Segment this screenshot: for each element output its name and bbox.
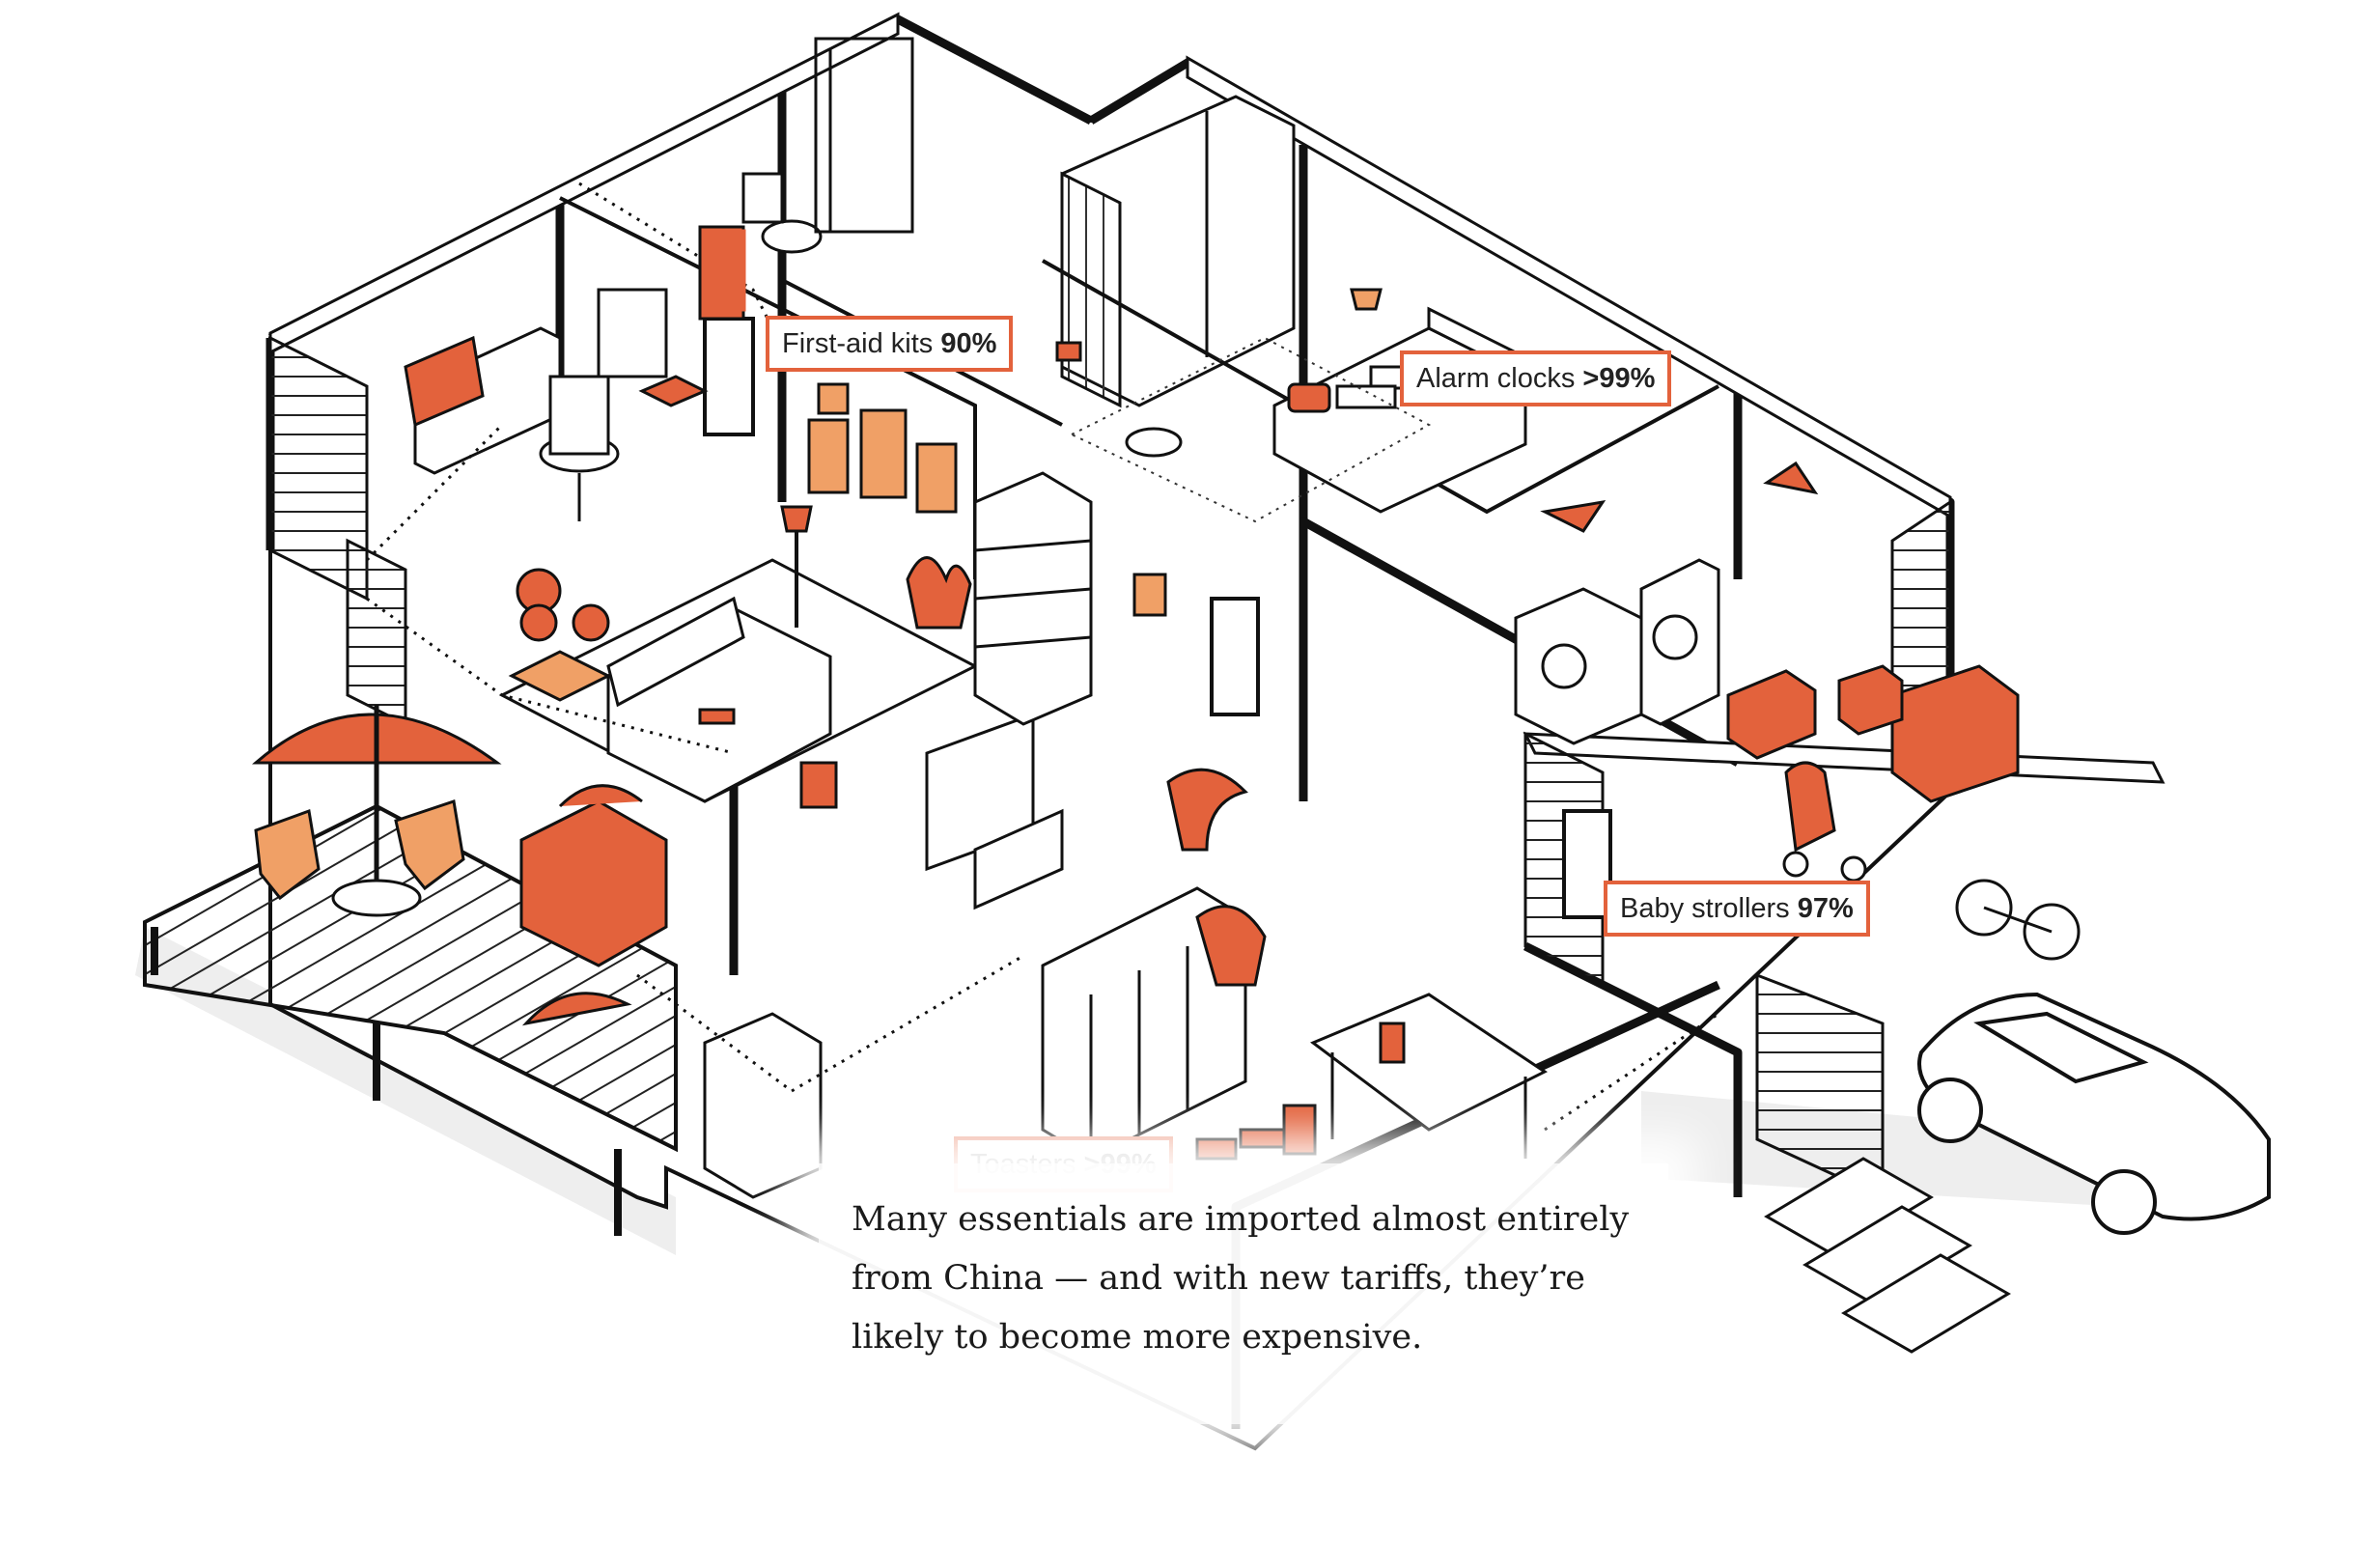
wall-clock [1132,573,1167,617]
picture-frame [807,418,850,494]
callout-first-aid-kits: First-aid kits 90% [766,316,1014,372]
ball [572,603,610,642]
alarm-clock [1287,382,1331,413]
callout-label: Baby strollers [1620,893,1790,924]
entry-steps [1764,1157,2011,1354]
callout-baby-strollers: Baby strollers 97% [1604,881,1870,937]
interior-walls [559,196,1719,919]
bath-mat [638,375,709,407]
puzzle-mat [508,650,612,702]
caption-panel [819,1163,1668,1424]
iron [1540,499,1607,533]
bookshelf [973,471,1093,726]
laptop [404,335,485,428]
bedside-lamp [1350,288,1383,311]
highlighted-items [251,225,2020,1161]
bicycle [1955,879,2081,961]
office-desk [413,326,620,521]
bedroom-rug [1069,336,1432,523]
callout-label: Alarm clocks [1416,363,1576,394]
callout-value: >99% [1582,363,1656,394]
baby-stroller [1784,761,1836,853]
kitchen-tools [1239,1128,1286,1149]
garage-car [1917,992,2271,1235]
callout-label: First-aid kits [782,328,934,359]
toaster [1195,1137,1238,1161]
picture-frame [859,408,908,499]
holiday-box [1837,664,1904,736]
callout-leaders [365,182,1719,1132]
dining-table [1310,993,1548,1159]
first-aid-kit [1055,341,1082,362]
callout-alarm-clocks: Alarm clocks >99% [1400,350,1672,406]
picture-frame [915,442,958,514]
bathroom-fixtures [597,37,914,378]
bath-rack [702,229,746,312]
coffee-mug [1379,1022,1406,1064]
kitchen-cabinets [703,886,1247,1199]
potted-plant [906,556,972,630]
remote [698,708,736,725]
floor-lamp [780,505,813,533]
caption-text: Many essentials are imported almost enti… [852,1200,1630,1357]
patio-chair [254,808,321,901]
robot-vacuum [1125,427,1183,458]
laundry-machines [1514,558,1720,745]
gift-box [1726,669,1817,760]
potted-plant [1195,905,1267,987]
potted-plant [1166,768,1248,852]
blender [1282,1104,1317,1156]
callout-value: 90% [940,328,997,359]
sofa [606,596,832,803]
clothes-hanger [1763,461,1819,495]
heater [799,761,838,809]
tv-stand [925,712,1064,910]
patio-chair [394,799,465,891]
christmas-box [1890,664,2020,803]
rain-umbrella [521,992,632,1026]
callout-value: 97% [1797,893,1854,924]
